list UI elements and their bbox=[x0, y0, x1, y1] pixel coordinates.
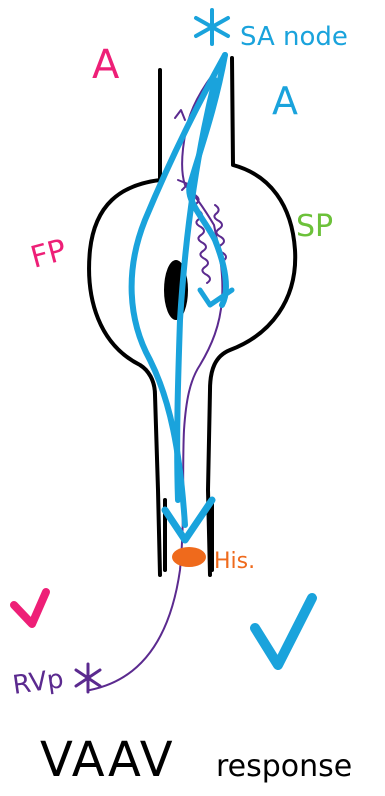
his-bundle bbox=[172, 547, 206, 567]
title-sub: response bbox=[216, 749, 352, 784]
heart-outline bbox=[89, 58, 295, 575]
title-main: VAAV bbox=[40, 732, 175, 788]
asterisk-icon bbox=[196, 10, 228, 44]
his-label: His. bbox=[214, 549, 255, 574]
atrium-right-label: A bbox=[272, 79, 298, 123]
slow-pathway-label: SP bbox=[296, 209, 333, 244]
sa-node-label: SA node bbox=[240, 22, 348, 52]
checkmark-icon bbox=[14, 592, 46, 624]
atrium-left-label: A bbox=[92, 42, 120, 88]
checkmark-icon bbox=[255, 598, 312, 665]
rvp-label: RVp bbox=[11, 664, 66, 701]
his-arrowhead bbox=[165, 500, 212, 540]
fast-pathway-label: FP bbox=[27, 233, 70, 276]
